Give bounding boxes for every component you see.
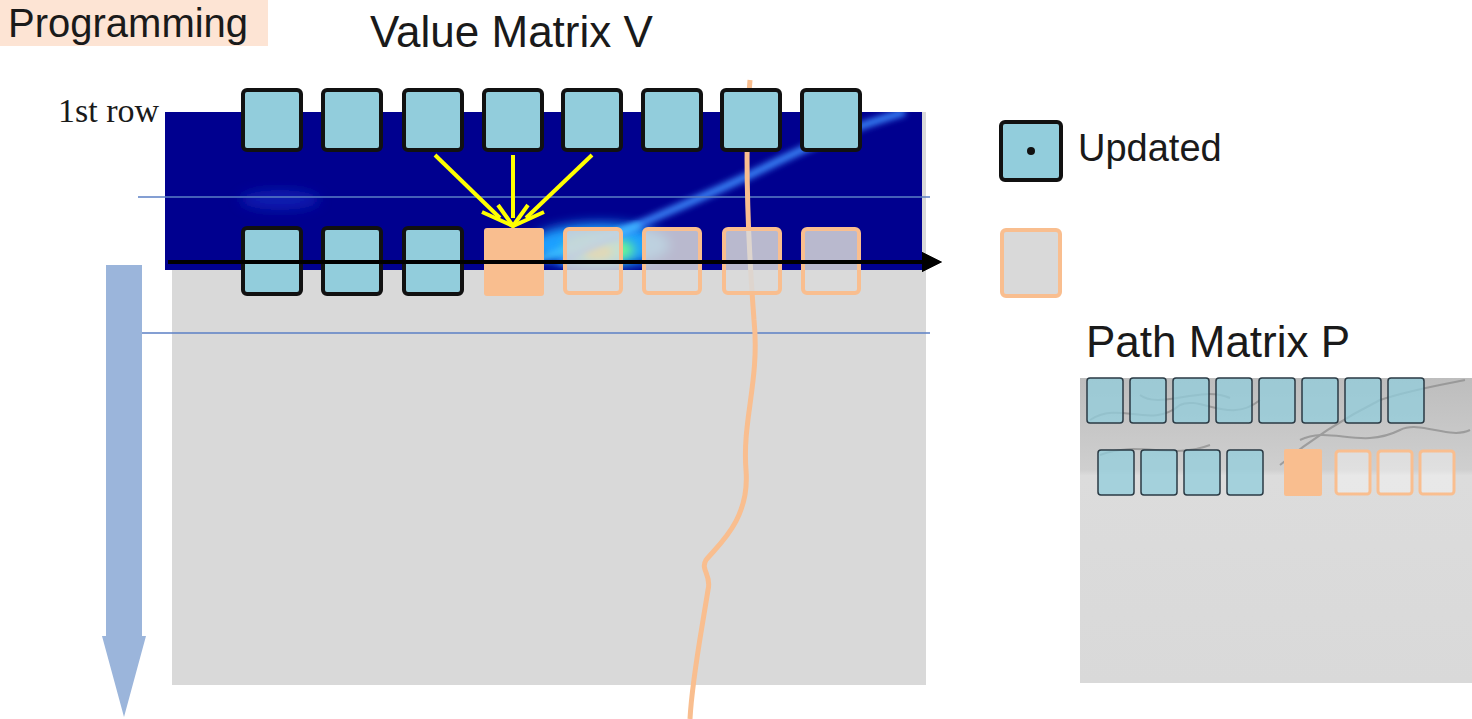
legend-label: Updated — [1078, 128, 1222, 170]
title-band — [0, 0, 268, 46]
guide-line — [138, 332, 930, 334]
path-matrix — [1080, 378, 1472, 683]
legend-sample — [1002, 230, 1060, 296]
dependency-arrows — [435, 155, 592, 226]
guide-line — [138, 196, 930, 198]
slide-title: Programming — [8, 1, 248, 45]
scan-arrow — [168, 260, 938, 264]
matrix-title: Value Matrix V — [370, 8, 653, 56]
scan-arrow — [168, 260, 938, 264]
matrix-title: Path Matrix P — [1086, 318, 1350, 366]
legend-sample — [1001, 122, 1061, 180]
optimal-path — [690, 80, 755, 719]
direction-arrow — [102, 265, 146, 717]
updated-cells — [243, 90, 860, 150]
row-label: 1st row — [58, 92, 159, 129]
